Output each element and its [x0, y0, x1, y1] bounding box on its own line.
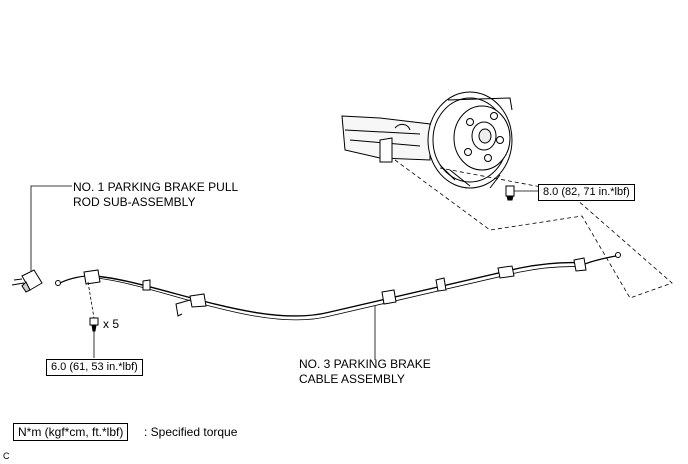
bolt-upper-icon — [505, 185, 515, 201]
cable-label-line2: CABLE ASSEMBLY — [299, 372, 405, 386]
pull-rod-label-line2: ROD SUB-ASSEMBLY — [73, 195, 196, 209]
torque-box-upper: 8.0 (82, 71 in.*lbf) — [538, 184, 635, 201]
cable-label-line1: NO. 3 PARKING BRAKE — [299, 357, 431, 371]
bolt-quantity: x 5 — [103, 317, 120, 331]
pull-rod-label-line1: NO. 1 PARKING BRAKE PULL — [73, 180, 239, 194]
cable-assembly — [55, 252, 621, 321]
legend-description: : Specified torque — [144, 425, 238, 439]
corner-letter: C — [3, 451, 10, 461]
dashed-callout — [394, 159, 673, 299]
pull-rod-leader — [30, 185, 72, 271]
bolt-lower-icon — [89, 317, 99, 332]
wheel-hub-assembly — [341, 91, 513, 189]
pull-rod-part — [11, 269, 43, 293]
torque-box-lower: 6.0 (61, 53 in.*lbf) — [46, 359, 143, 376]
legend-torque-box: N*m (kgf*cm, ft.*lbf) — [13, 423, 129, 441]
